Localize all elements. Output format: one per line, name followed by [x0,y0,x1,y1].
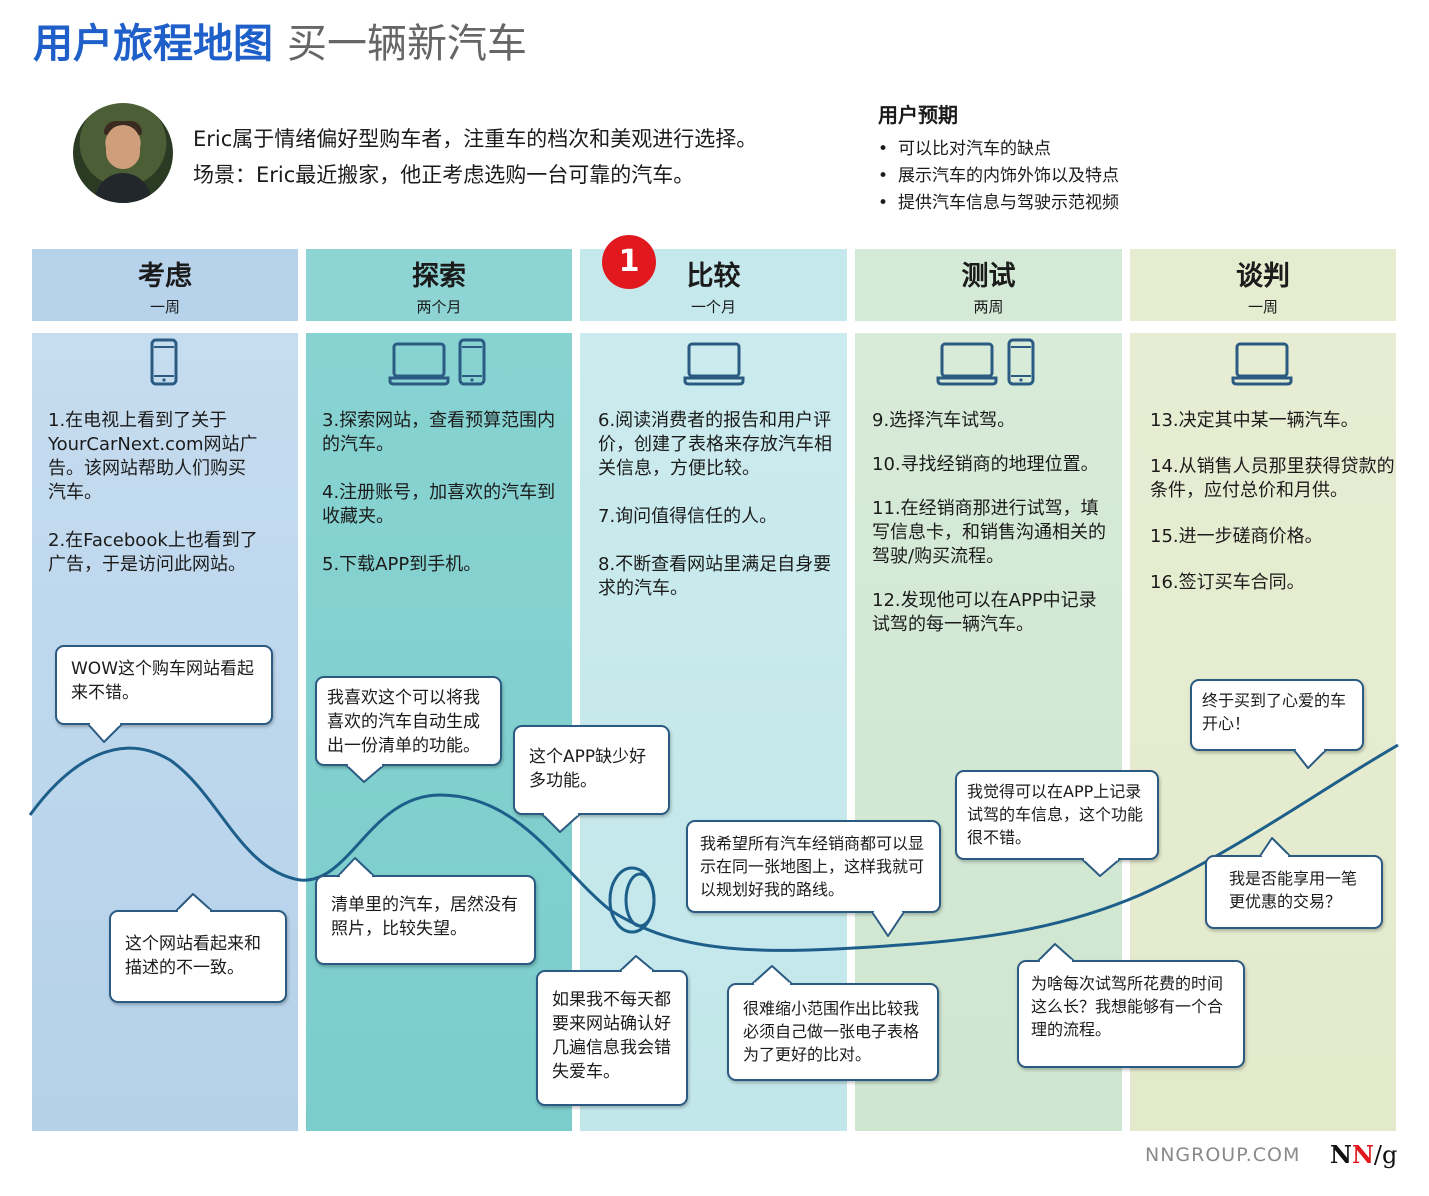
action-step: 8.不断查看网站里满足自身要求的汽车。 [598,554,832,599]
action-step: 7.询问值得信任的人。 [598,506,778,527]
laptop-icon [1231,342,1293,386]
laptop-icon [388,342,450,386]
phase-header-explore: 探索 两个月 [306,249,572,321]
phase-header-test: 测试 两周 [855,249,1122,321]
emotion-bubble: 这个网站看起来和描述的不一致。 [109,910,287,1003]
phase-actions-explore: 3.探索网站，查看预算范围内的汽车。 4.注册账号，加喜欢的汽车到收藏夹。 5.… [322,409,560,601]
emotion-bubble: 我是否能享用一笔更优惠的交易？ [1205,855,1383,929]
persona-avatar [73,103,173,203]
phase-header-negotiate: 谈判 一周 [1130,249,1396,321]
action-step: 10.寻找经销商的地理位置。 [872,454,1099,475]
action-step: 5.下载APP到手机。 [322,554,482,575]
emotion-bubble: 清单里的汽车，居然没有照片，比较失望。 [315,875,536,965]
bubble-text: 我觉得可以在APP上记录试驾的车信息，这个功能很不错。 [967,782,1144,847]
action-step: 12.发现他可以在APP中记录试驾的每一辆汽车。 [872,590,1097,635]
emotion-bubble: 为啥每次试驾所花费的时间这么长？我想能够有一个合理的流程。 [1017,960,1245,1068]
action-step: 14.从销售人员那里获得贷款的条件，应付总价和月供。 [1150,456,1395,501]
emotion-bubble: 终于买到了心爱的车开心！ [1190,679,1364,751]
action-step: 13.决定其中某一辆汽车。 [1150,410,1359,431]
bubble-text: WOW这个购车网站看起来不错。 [71,659,254,703]
phase-header-consider: 考虑 一周 [32,249,298,321]
bubble-text: 我是否能享用一笔更优惠的交易？ [1229,869,1358,911]
phase-name: 比较 [686,261,741,292]
action-step: 6.阅读消费者的报告和用户评价，创建了表格来存放汽车相关信息，方便比较。 [598,410,832,479]
emotion-bubble: 我希望所有汽车经销商都可以显示在同一张地图上，这样我就可以规划好我的路线。 [686,820,941,913]
bubble-text: 这个网站看起来和描述的不一致。 [125,934,261,978]
action-step: 4.注册账号，加喜欢的汽车到收藏夹。 [322,482,556,527]
phase-actions-consider: 1.在电视上看到了关于YourCarNext.com网站广告。该网站帮助人们购买… [48,409,258,601]
persona-description: Eric属于情绪偏好型购车者，注重车的档次和美观进行选择。 场景：Eric最近搬… [193,121,757,193]
action-step: 15.进一步磋商价格。 [1150,526,1323,547]
phase-duration: 两个月 [416,298,462,316]
emotion-bubble: 如果我不每天都要来网站确认好几遍信息我会错失爱车。 [536,970,688,1106]
emotion-bubble: 我喜欢这个可以将我喜欢的汽车自动生成出一份清单的功能。 [315,676,502,766]
laptop-icon [683,342,745,386]
persona-line-1: Eric属于情绪偏好型购车者，注重车的档次和美观进行选择。 [193,127,758,151]
persona-line-2: 场景：Eric最近搬家，他正考虑选购一台可靠的汽车。 [193,163,695,187]
emotion-bubble: 我觉得可以在APP上记录试驾的车信息，这个功能很不错。 [955,770,1159,860]
phase-actions-negotiate: 13.决定其中某一辆汽车。 14.从销售人员那里获得贷款的条件，应付总价和月供。… [1150,409,1400,619]
bubble-text: 我希望所有汽车经销商都可以显示在同一张地图上，这样我就可以规划好我的路线。 [700,834,925,899]
emotion-bubble: 这个APP缺少好多功能。 [513,725,670,815]
action-step: 3.探索网站，查看预算范围内的汽车。 [322,410,556,455]
phase-duration: 一个月 [690,298,736,316]
nng-logo: NN/g [1330,1140,1398,1169]
highlight-number-badge: 1 [602,235,656,289]
phase-actions-compare: 6.阅读消费者的报告和用户评价，创建了表格来存放汽车相关信息，方便比较。 7.询… [598,409,836,625]
footer-site: NNGROUP.COM [1145,1144,1301,1166]
title-sub: 买一辆新汽车 [287,21,527,67]
expectation-item: 展示汽车的内饰外饰以及特点 [878,163,1119,190]
expectation-item: 提供汽车信息与驾驶示范视频 [878,190,1119,217]
bubble-text: 如果我不每天都要来网站确认好几遍信息我会错失爱车。 [552,990,671,1082]
title-main: 用户旅程地图 [33,21,273,67]
phase-duration: 两周 [973,298,1004,316]
phase-name: 测试 [961,261,1016,292]
emotion-bubble: WOW这个购车网站看起来不错。 [55,645,273,725]
phase-actions-test: 9.选择汽车试驾。 10.寻找经销商的地理位置。 11.在经销商那进行试驾，填写… [872,409,1110,661]
phase-duration: 一周 [149,298,180,316]
emotion-bubble: 很难缩小范围作出比较我必须自己做一张电子表格为了更好的比对。 [727,983,939,1081]
action-step: 11.在经销商那进行试驾，填写信息卡，和销售沟通相关的驾驶/购买流程。 [872,498,1106,567]
phase-name: 考虑 [138,261,192,292]
phone-icon [458,338,486,386]
bubble-text: 这个APP缺少好多功能。 [529,747,647,791]
phase-name: 谈判 [1236,261,1290,292]
action-step: 16.签订买车合同。 [1150,572,1305,593]
bubble-text: 为啥每次试驾所花费的时间这么长？我想能够有一个合理的流程。 [1031,974,1224,1039]
bubble-text: 很难缩小范围作出比较我必须自己做一张电子表格为了更好的比对。 [743,999,920,1064]
page-title: 用户旅程地图买一辆新汽车 [33,18,527,70]
action-step: 9.选择汽车试驾。 [872,410,1016,431]
action-step: 2.在Facebook上也看到了广告，于是访问此网站。 [48,530,258,575]
phone-icon [150,338,178,386]
action-step: 1.在电视上看到了关于YourCarNext.com网站广告。该网站帮助人们购买… [48,410,258,503]
expectations-heading: 用户预期 [878,103,958,127]
laptop-icon [936,342,998,386]
expectation-item: 可以比对汽车的缺点 [878,136,1119,163]
user-expectations: 用户预期 可以比对汽车的缺点 展示汽车的内饰外饰以及特点 提供汽车信息与驾驶示范… [878,100,1119,217]
phase-duration: 一周 [1247,298,1278,316]
bubble-text: 终于买到了心爱的车开心！ [1202,691,1347,733]
bubble-text: 我喜欢这个可以将我喜欢的汽车自动生成出一份清单的功能。 [327,688,480,756]
phase-name: 探索 [412,261,466,292]
bubble-text: 清单里的汽车，居然没有照片，比较失望。 [331,895,518,939]
phone-icon [1007,338,1035,386]
